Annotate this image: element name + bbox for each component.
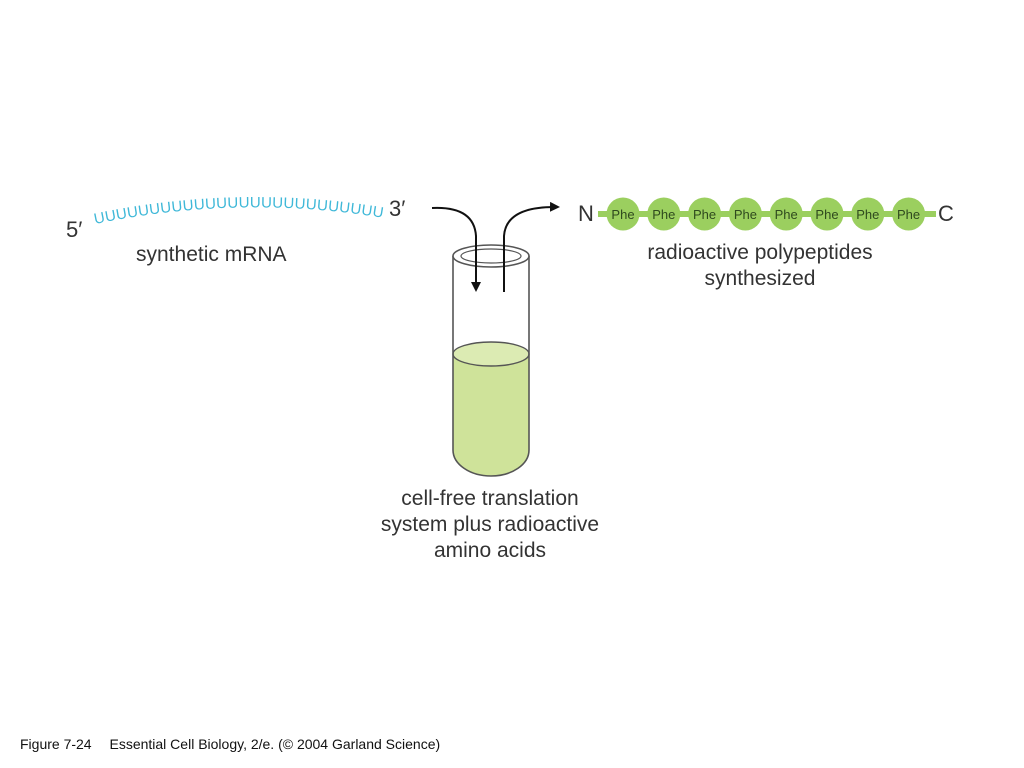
tube-liquid [453,354,529,476]
figure-number: Figure 7-24 [20,736,92,752]
tube-label: cell-free translation system plus radioa… [340,486,640,564]
amino-acid-label: Phe [652,207,675,222]
tube-label-line-3: amino acids [433,539,547,562]
amino-acid-label: Phe [856,207,879,222]
tube-label-line-1: cell-free translation [401,487,579,510]
n-terminus-label: N [578,201,594,226]
tube-rim-outer [452,244,530,268]
amino-acid-bead: Phe [810,197,844,231]
mrna-strand: UUUUUUUUUUUUUUUUUUUUUUUUUU [92,194,385,228]
arrow-out-of-tube [503,201,560,292]
amino-acid-label: Phe [693,207,716,222]
amino-acid-label: Phe [734,207,757,222]
arrow-into-tube [431,206,481,292]
polypeptide-label-line-2: synthesized [704,267,816,290]
amino-acid-label: Phe [611,207,634,222]
tube-label-line-2: system plus radioactive [380,513,600,536]
mrna-label: synthetic mRNA [136,243,287,266]
amino-acid-bead: Phe [728,197,762,231]
figure-source: Essential Cell Biology, 2/e. (© 2004 Gar… [109,736,441,752]
amino-acid-bead: Phe [688,197,722,231]
polypeptide-label-line-1: radioactive polypeptides [647,241,873,264]
amino-acid-label: Phe [815,207,838,222]
c-terminus-label: C [938,201,954,226]
mrna-five-prime-label: 5′ [66,217,83,242]
figure-caption: Figure 7-24 Essential Cell Biology, 2/e.… [20,736,440,752]
polypeptide-chain: Phe Phe Phe Phe Phe Phe Phe Phe [598,197,936,231]
mrna-three-prime-label: 3′ [389,196,406,221]
amino-acid-bead: Phe [769,197,803,231]
amino-acid-bead: Phe [606,197,640,231]
amino-acid-bead: Phe [851,197,885,231]
amino-acid-label: Phe [897,207,920,222]
amino-acid-label: Phe [775,207,798,222]
test-tube [452,244,530,477]
tube-rim-inner [460,248,522,264]
amino-acid-bead: Phe [647,197,681,231]
polypeptide-label: radioactive polypeptides synthesized [622,240,898,292]
amino-acid-bead: Phe [892,197,926,231]
liquid-surface [452,341,530,367]
